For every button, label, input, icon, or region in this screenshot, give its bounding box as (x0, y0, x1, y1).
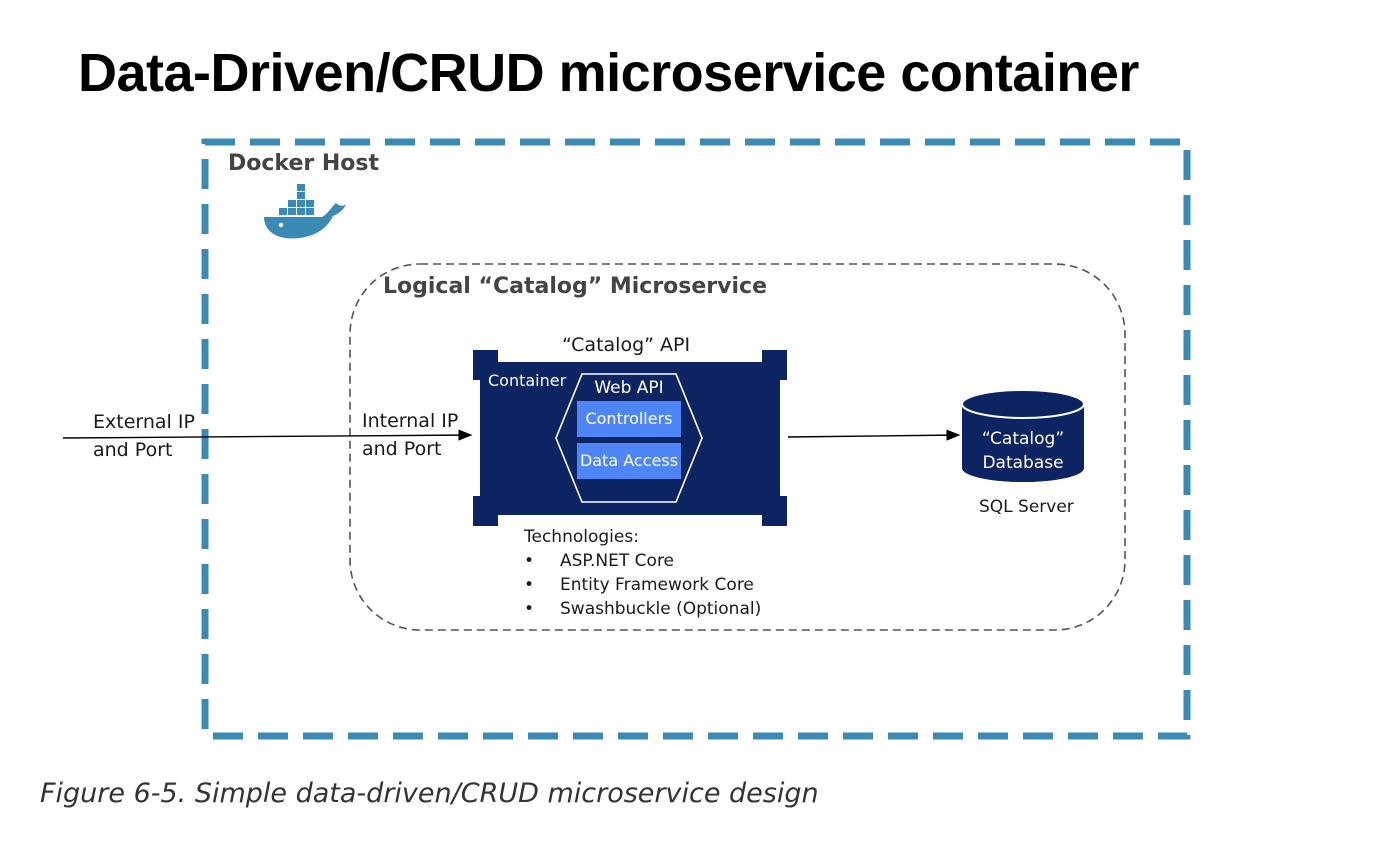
microservice-boundary (349, 263, 1126, 631)
technologies-list: ASP.NET Core Entity Framework Core Swash… (524, 549, 761, 621)
docker-whale-icon (264, 184, 346, 239)
technology-item: ASP.NET Core (524, 549, 761, 573)
web-api-hexagon (555, 373, 703, 503)
internal-ip-line2: and Port (362, 438, 442, 460)
container-box (480, 362, 780, 515)
container-to-database-arrow (787, 429, 961, 441)
web-api-label: Web API (594, 378, 663, 398)
database-name-line1: “Catalog” (982, 429, 1064, 449)
external-to-container-arrow (62, 429, 473, 441)
docker-host-boundary (201, 138, 1191, 740)
controllers-label: Controllers (585, 409, 672, 428)
page-title: Data-Driven/CRUD microservice container (78, 43, 1139, 103)
data-access-label: Data Access (580, 451, 678, 470)
technology-item: Swashbuckle (Optional) (524, 597, 761, 621)
data-access-box (577, 443, 681, 479)
controllers-box (577, 401, 681, 437)
container-label: Container (488, 371, 567, 390)
internal-ip-line1: Internal IP (362, 410, 459, 432)
microservice-label: Logical “Catalog” Microservice (383, 274, 767, 299)
technologies-block: Technologies: ASP.NET Core Entity Framew… (524, 525, 761, 621)
api-title: “Catalog” API (562, 334, 691, 356)
docker-host-label: Docker Host (228, 151, 380, 176)
external-ip-line1: External IP (93, 411, 195, 433)
external-ip-line2: and Port (93, 439, 173, 461)
technologies-heading: Technologies: (524, 527, 639, 547)
database-name-line2: Database (982, 453, 1063, 473)
figure-caption: Figure 6-5. Simple data-driven/CRUD micr… (40, 778, 819, 809)
technology-item: Entity Framework Core (524, 573, 761, 597)
database-icon (961, 389, 1085, 482)
sql-server-label: SQL Server (979, 497, 1074, 517)
